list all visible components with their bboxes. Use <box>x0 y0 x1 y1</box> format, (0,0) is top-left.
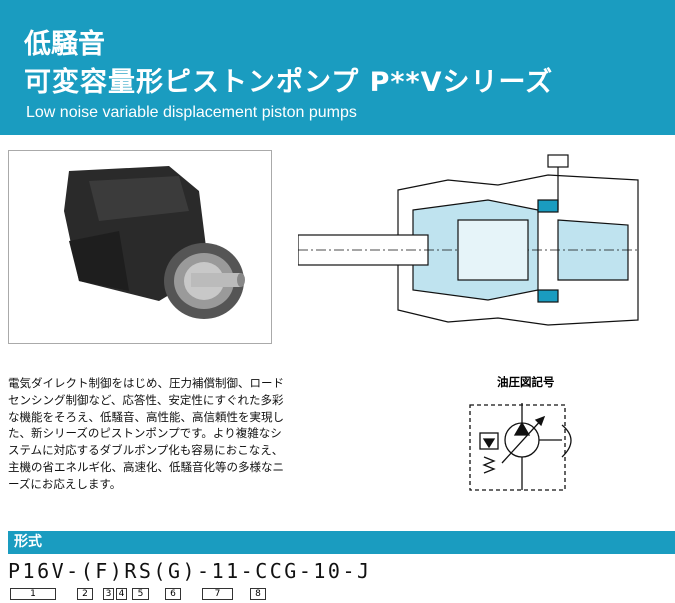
description-text: 電気ダイレクト制御をはじめ、圧力補償制御、ロードセンシング制御など、応答性、安定… <box>8 376 284 491</box>
code-box-7: 7 <box>202 588 233 600</box>
code-box-6: 6 <box>165 588 181 600</box>
code-box-5: 5 <box>132 588 149 600</box>
title-line-2: 可変容量形ピストンポンプ P**Vシリーズ <box>24 67 554 98</box>
section-header-model: 形式 <box>8 531 675 554</box>
pump-photo <box>8 150 272 344</box>
code-box-1: 1 <box>10 588 56 600</box>
symbol-title: 油圧図記号 <box>497 375 555 389</box>
code-box-4: 4 <box>116 588 127 600</box>
subtitle: Low noise variable displacement piston p… <box>26 104 357 121</box>
code-box-8: 8 <box>250 588 266 600</box>
code-box-3: 3 <box>103 588 114 600</box>
sectional-drawing <box>297 150 670 350</box>
header-banner: 低騒音 可変容量形ピストンポンプ P**Vシリーズ Low noise vari… <box>0 0 675 135</box>
code-box-2: 2 <box>77 588 93 600</box>
hydraulic-symbol <box>462 395 592 495</box>
model-code: P16V-(F)RS(G)-11-CCG-10-J <box>8 559 372 583</box>
title-line-1: 低騒音 <box>24 29 105 60</box>
